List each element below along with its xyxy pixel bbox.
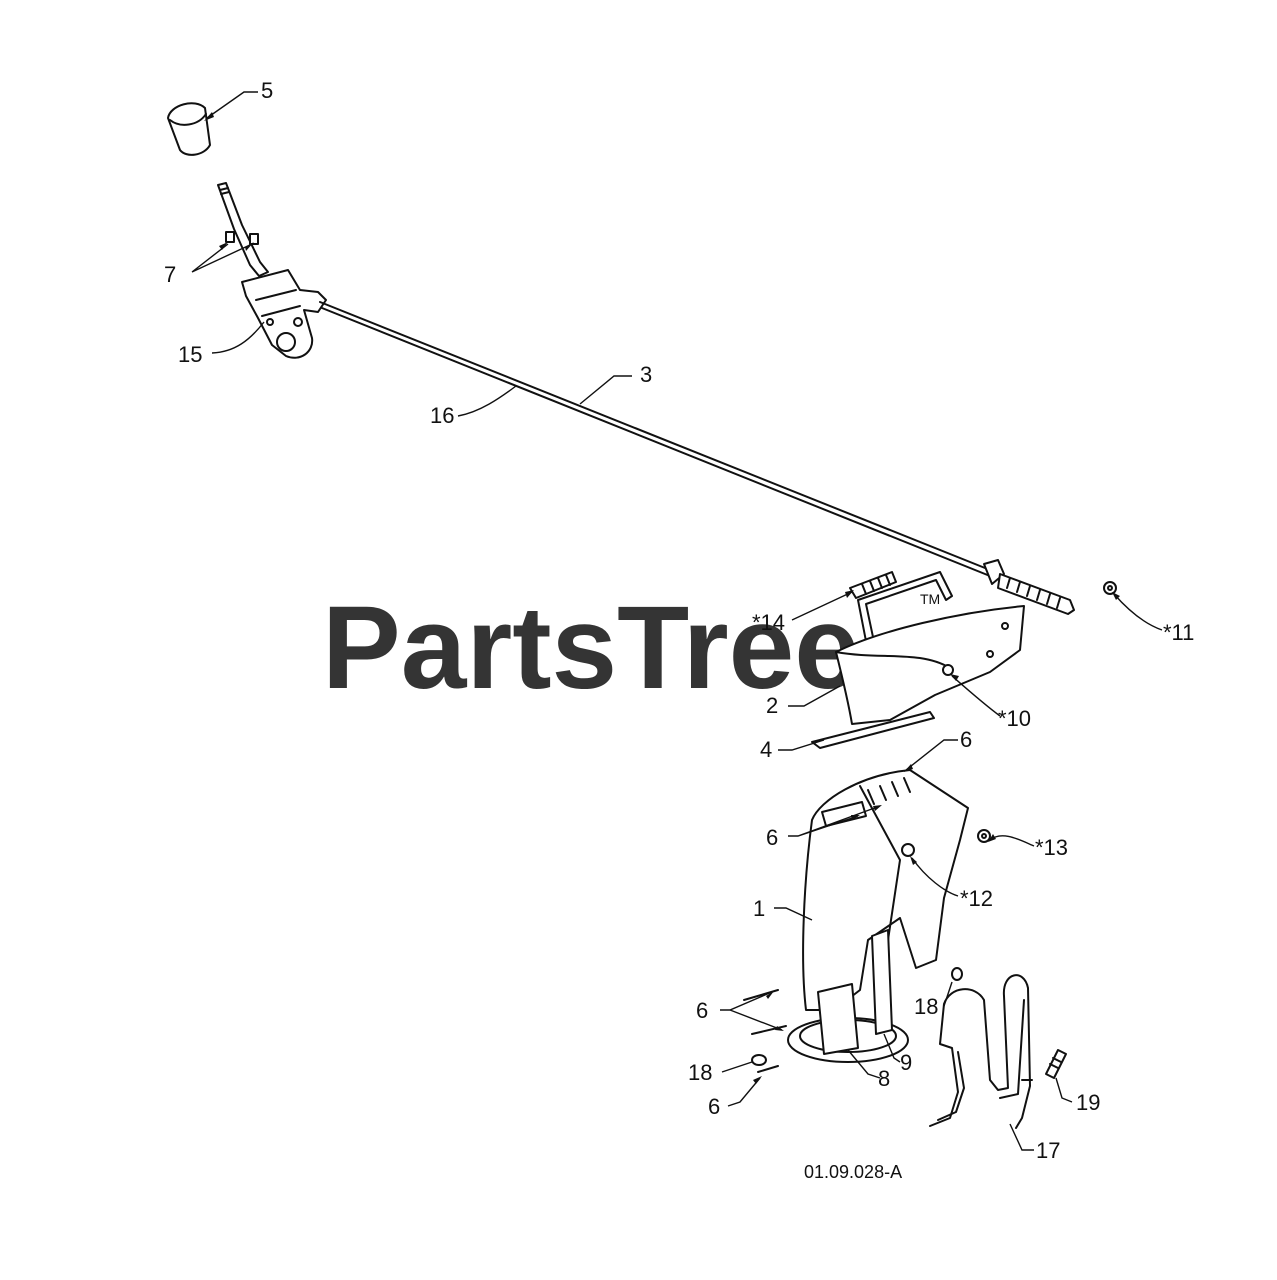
callout-labels: 5 7 15 16 3 *14 *11 2 *10 4 6 6 *13 *12 …	[164, 78, 1194, 1163]
callout-11: *11	[1163, 620, 1194, 645]
part-18-nut-upper[interactable]	[951, 967, 963, 981]
callout-5: 5	[261, 78, 273, 103]
callout-6-mid: 6	[766, 825, 778, 850]
callout-6-lower: 6	[696, 998, 708, 1023]
callout-15: 15	[178, 342, 202, 367]
part-3-16-cable-rod[interactable]	[319, 301, 991, 577]
shift-lever-shaft[interactable]	[217, 182, 269, 277]
part-4-chute-plate[interactable]	[811, 711, 935, 749]
part-11-nut[interactable]	[1103, 581, 1117, 595]
callout-10: *10	[998, 706, 1031, 731]
cable-end-spring[interactable]	[983, 559, 1075, 615]
callout-14: *14	[752, 610, 785, 635]
part-18-washer-lower[interactable]	[751, 1054, 767, 1066]
callout-9: 9	[900, 1050, 912, 1075]
part-19-spring[interactable]	[1045, 1049, 1067, 1079]
callout-8: 8	[878, 1066, 890, 1091]
part-15-shift-bracket[interactable]	[241, 269, 327, 359]
callout-18-lower: 18	[688, 1060, 712, 1085]
callout-3: 3	[640, 362, 652, 387]
callout-19: 19	[1076, 1090, 1100, 1115]
callout-13: *13	[1035, 835, 1068, 860]
part-17-control-rod[interactable]	[929, 974, 1033, 1129]
watermark-trademark: TM	[920, 591, 940, 607]
part-2-chute-deflector[interactable]	[835, 571, 1025, 725]
callout-16: 16	[430, 403, 454, 428]
callout-6-bottom: 6	[708, 1094, 720, 1119]
leader-lines	[191, 91, 1163, 1151]
callout-4: 4	[760, 737, 772, 762]
callout-12: *12	[960, 886, 993, 911]
part-5-knob[interactable]	[167, 102, 211, 156]
part-13-nut[interactable]	[977, 829, 991, 843]
part-1-discharge-chute[interactable]	[802, 769, 969, 1011]
callout-7: 7	[164, 262, 176, 287]
part-14-bolt[interactable]	[849, 571, 897, 599]
part-8-9-chute-base[interactable]	[787, 929, 909, 1063]
part-6-bolts-lower[interactable]	[743, 989, 787, 1073]
part-7-screws[interactable]	[225, 231, 259, 245]
callout-18-upper: 18	[914, 994, 938, 1019]
watermark-logo: PartsTree	[322, 582, 860, 714]
drawing-id: 01.09.028-A	[804, 1162, 902, 1182]
callout-1: 1	[753, 896, 765, 921]
callout-17: 17	[1036, 1138, 1060, 1163]
callout-6-upper: 6	[960, 727, 972, 752]
callout-2: 2	[766, 693, 778, 718]
